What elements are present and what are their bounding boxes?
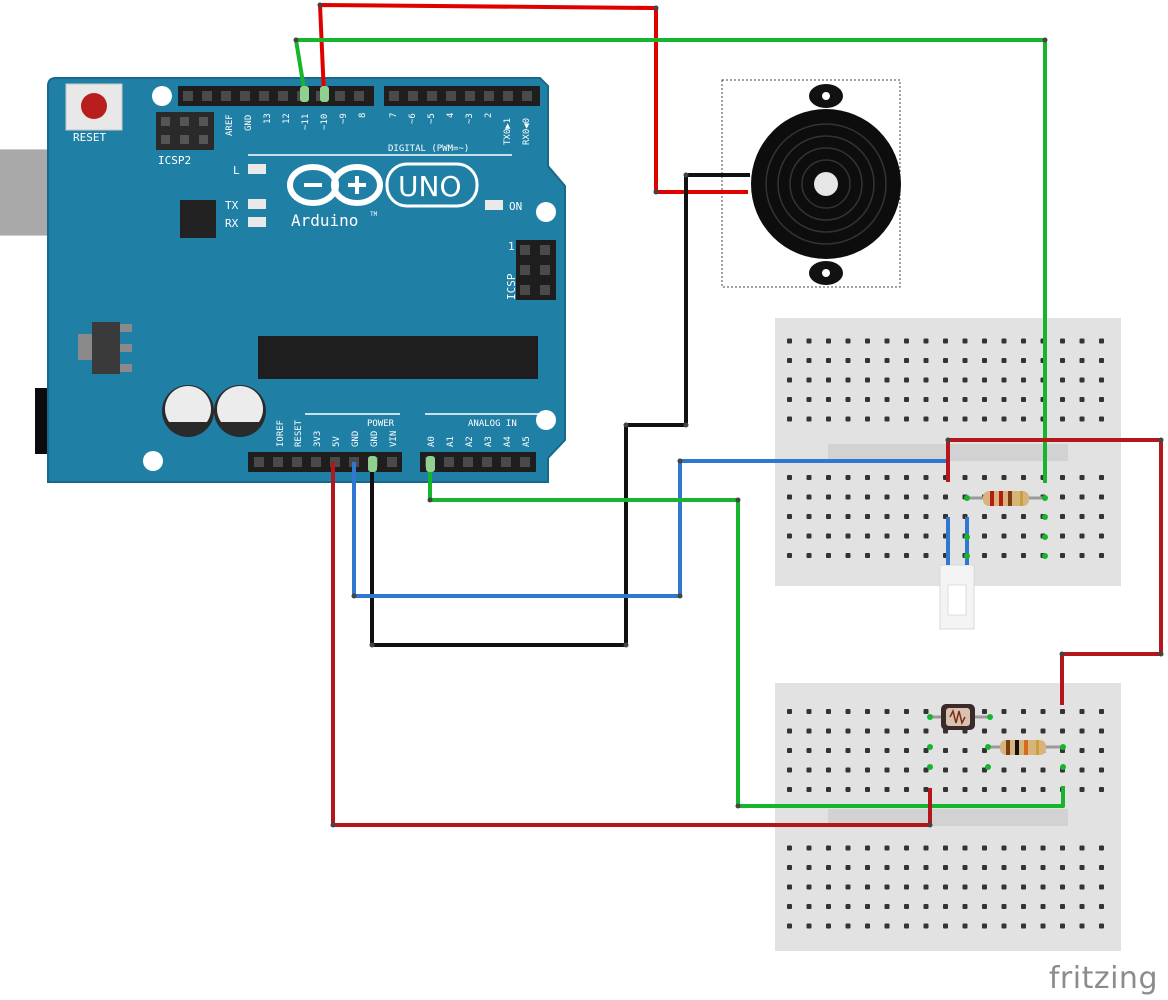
pin-label: A1 (446, 436, 456, 447)
pin-label: ~6 (408, 113, 418, 124)
power-header (248, 452, 402, 472)
brand-tm: TM (370, 211, 378, 218)
icsp2-header (156, 112, 214, 150)
led-tx (248, 199, 266, 209)
pin-label: RESET (294, 419, 304, 447)
pin-label: ~9 (339, 113, 349, 124)
pin-label: GND (244, 115, 254, 131)
wire-red-link (946, 438, 1163, 705)
pin-label: ~10 (320, 114, 330, 130)
resistor-10k (988, 740, 1064, 755)
pin-label: 12 (282, 113, 292, 124)
pin-label: TX0▶1 (503, 118, 513, 145)
icsp2-label: ICSP2 (158, 154, 191, 167)
wire-red-5v (331, 462, 932, 827)
pin-label: A3 (484, 436, 494, 447)
brand-name: Arduino (291, 211, 358, 230)
pin-label: VIN (389, 431, 399, 447)
pin-label: IOREF (276, 420, 286, 447)
power-label: POWER (367, 419, 395, 429)
pin-label: A4 (503, 436, 513, 447)
wire-green-signal (294, 38, 1047, 483)
arduino-logo: Arduino TM UNO (287, 162, 479, 230)
model-label: UNO (398, 170, 461, 203)
pin-label: 4 (446, 113, 456, 118)
photoresistor (930, 704, 990, 730)
mounting-hole (152, 86, 172, 106)
led (939, 517, 975, 630)
pin-label: ~11 (301, 114, 311, 130)
pin-label: 5V (332, 436, 342, 447)
digital-pin-labels: AREF GND 13 12 ~11 ~10 ~9 8 7 ~6 ~5 4 ~3… (225, 113, 532, 145)
pin-label: 2 (484, 113, 494, 118)
pcb (47, 77, 566, 483)
resistor-220 (966, 491, 1044, 506)
model-badge (385, 162, 479, 208)
fritzing-watermark: fritzing (1048, 961, 1158, 996)
mounting-hole (143, 451, 163, 471)
microcontroller-chip (258, 336, 538, 379)
pin-label: RX0◀0 (522, 118, 532, 145)
mounting-hole (536, 202, 556, 222)
on-label: ON (509, 200, 522, 213)
pin-label: GND (351, 431, 361, 447)
pin-label: ~5 (427, 113, 437, 124)
arduino-uno-board: RESET ICSP2 (0, 77, 566, 483)
pin-label: AREF (225, 114, 235, 136)
led-l (248, 164, 266, 174)
mounting-hole (536, 410, 556, 430)
connected-holes (927, 495, 1066, 770)
pin-label: 7 (389, 113, 399, 118)
l-label: L (233, 164, 240, 177)
capacitor (214, 385, 266, 437)
pin-label: A0 (427, 436, 437, 447)
icsp-label: ICSP (505, 273, 518, 300)
pin-label: A5 (522, 436, 532, 447)
led-rx (248, 217, 266, 227)
reset-label: RESET (73, 131, 106, 144)
led-on (485, 200, 503, 210)
pin-label: A2 (465, 436, 475, 447)
icsp-pin1-label: 1 (508, 240, 515, 253)
pin-label: GND (370, 431, 380, 447)
wire-endpoints (293, 2, 1164, 828)
reset-button-cap[interactable] (81, 93, 107, 119)
voltage-regulator (78, 322, 132, 374)
analog-label: ANALOG IN (468, 419, 517, 429)
wire-green-analog (428, 462, 1065, 808)
digital-header (178, 86, 540, 106)
pin-label: 13 (263, 113, 273, 124)
pin-label: 3V3 (313, 431, 323, 447)
usb-chip (180, 200, 216, 238)
pin-highlights (300, 86, 435, 472)
piezo-buzzer (721, 79, 901, 288)
power-pin-labels: IOREF RESET 3V3 5V GND GND VIN (276, 419, 399, 447)
icsp-header (516, 240, 556, 300)
analog-header (420, 452, 536, 472)
pin-label: 8 (358, 113, 368, 118)
pin-label: ~3 (465, 113, 475, 124)
tx-label: TX (225, 199, 239, 212)
digital-label: DIGITAL (PWM=~) (388, 144, 469, 154)
analog-pin-labels: A0 A1 A2 A3 A4 A5 (427, 436, 532, 447)
rx-label: RX (225, 217, 239, 230)
capacitor (162, 385, 214, 437)
